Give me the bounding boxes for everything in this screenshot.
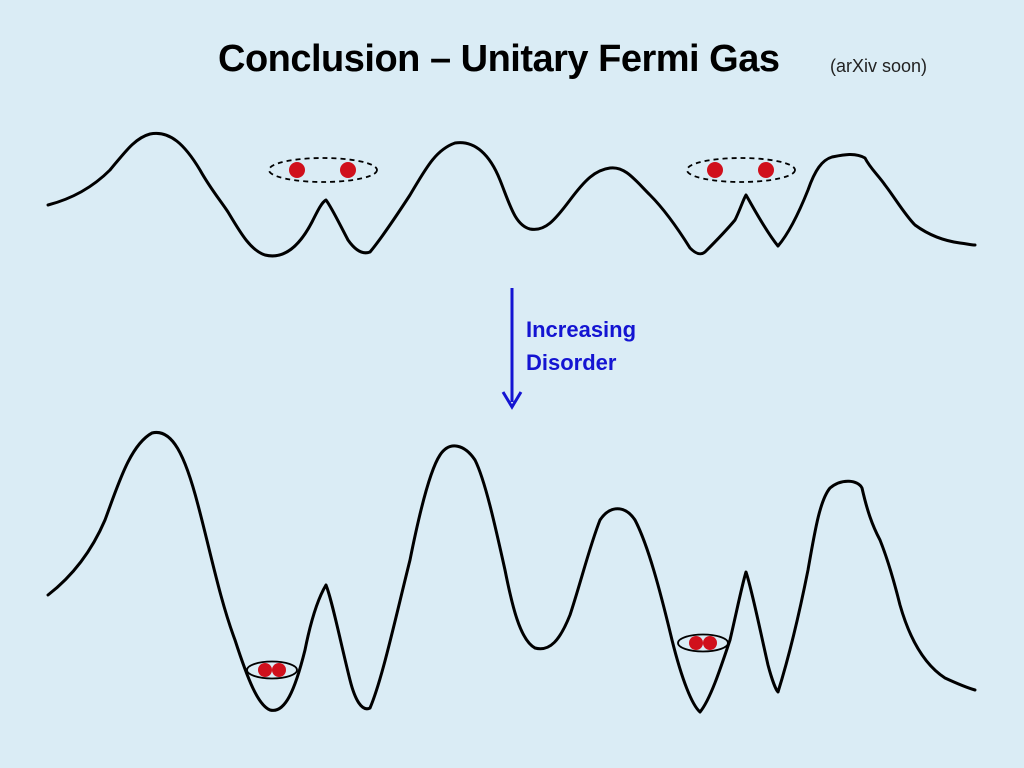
disorder-arrow-label: Increasing Disorder xyxy=(526,313,636,379)
top-pair-left-particle-b xyxy=(340,162,356,178)
bottom-pair-right-ring xyxy=(677,633,729,653)
bottom-pair-left-particle-a xyxy=(258,663,272,677)
top-pair-right-particle-a xyxy=(707,162,723,178)
bottom-pair-right-particle-b xyxy=(703,636,717,650)
top-potential-curve xyxy=(46,131,977,258)
disorder-label-line2: Disorder xyxy=(526,350,617,375)
disorder-label-line1: Increasing xyxy=(526,317,637,342)
bottom-pair-right-particle-a xyxy=(689,636,703,650)
top-pair-right-ring xyxy=(686,157,796,183)
bottom-pair-left-ring xyxy=(246,660,298,680)
top-pair-left-particle-a xyxy=(289,162,305,178)
bottom-potential-curve xyxy=(46,430,977,714)
top-pair-left-ring xyxy=(268,157,378,183)
slide-title: Conclusion – Unitary Fermi Gas xyxy=(218,38,780,80)
bottom-pair-left-particle-b xyxy=(272,663,286,677)
slide-subtitle: (arXiv soon) xyxy=(830,56,928,76)
top-pair-right-particle-b xyxy=(758,162,774,178)
disorder-arrow-head xyxy=(501,391,523,410)
